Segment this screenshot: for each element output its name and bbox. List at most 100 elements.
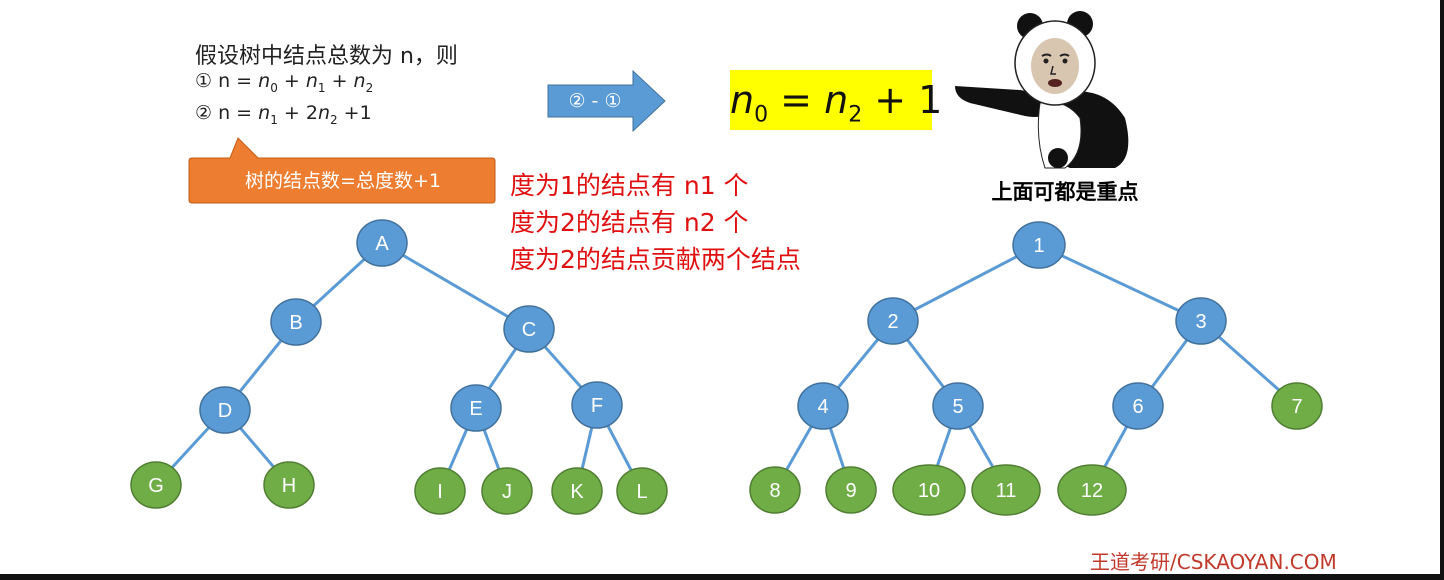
eq2-lhs: n =	[218, 102, 259, 124]
eq2-number: ②	[195, 102, 213, 124]
left-tree-node-circle-D	[199, 386, 251, 434]
bottom-border	[0, 574, 1444, 580]
left-tree-node-circle-L	[616, 467, 668, 515]
right-tree-node-label-1: 1	[1033, 235, 1044, 257]
left-tree-node-L: L	[616, 467, 668, 515]
panda-meme-image	[950, 8, 1150, 173]
right-tree-edge-1-2	[892, 243, 1040, 323]
right-tree-node-2: 2	[867, 297, 919, 345]
eq1-plus1: +	[283, 70, 306, 92]
eq1-var-b: n	[305, 70, 318, 92]
meme-caption: 上面可都是重点	[991, 180, 1139, 204]
result-equals: =	[768, 78, 825, 122]
left-tree-node-label-E: E	[469, 398, 482, 420]
left-tree-node-circle-E	[450, 384, 502, 432]
right-tree-node-circle-2	[867, 297, 919, 345]
eq1-sub-c: 2	[365, 80, 374, 95]
left-tree-node-label-J: J	[502, 481, 512, 503]
right-tree-node-circle-11	[971, 464, 1041, 516]
right-tree-node-circle-3	[1175, 297, 1227, 345]
eq1-plus2: +	[325, 70, 354, 92]
left-tree-node-label-K: K	[570, 481, 584, 503]
left-tree-node-D: D	[199, 386, 251, 434]
result-n2: n	[824, 78, 849, 122]
right-tree-node-label-6: 6	[1132, 396, 1143, 418]
left-tree-node-label-F: F	[591, 395, 603, 417]
left-tree-node-label-D: D	[218, 400, 232, 422]
result-formula: n0 = n2 + 1	[730, 70, 942, 130]
right-tree-node-circle-5	[932, 382, 984, 430]
left-tree-node-circle-C	[503, 305, 555, 353]
eq1-sub-b: 1	[317, 80, 326, 95]
right-tree-node-label-7: 7	[1291, 396, 1302, 418]
right-tree-edge-1-3	[1038, 243, 1202, 323]
result-tail: + 1	[862, 78, 943, 122]
left-tree-node-G: G	[130, 461, 182, 509]
right-border	[1440, 0, 1444, 580]
right-tree-node-circle-8	[749, 466, 801, 514]
result-n0-sub: 0	[754, 102, 769, 128]
eq2-var-b: n	[317, 102, 330, 124]
callout-text: 树的结点数=总度数+1	[245, 170, 441, 192]
left-tree-node-label-A: A	[375, 233, 389, 255]
right-tree-node-6: 6	[1112, 382, 1164, 430]
right-tree-node-5: 5	[932, 382, 984, 430]
left-tree-node-F: F	[571, 381, 623, 429]
left-tree-node-label-B: B	[289, 312, 302, 334]
left-tree-node-circle-K	[551, 467, 603, 515]
right-tree-node-label-12: 12	[1081, 480, 1103, 502]
right-tree-node-3: 3	[1175, 297, 1227, 345]
left-tree-node-A: A	[356, 219, 408, 267]
right-tree-node-circle-1	[1012, 221, 1066, 269]
callout: 树的结点数=总度数+1	[188, 136, 498, 206]
formula-eq2: ② n = n1 + 2n2 +1	[195, 102, 372, 127]
right-tree-node-label-9: 9	[845, 480, 856, 502]
left-tree-node-label-L: L	[636, 481, 647, 503]
note-degree2: 度为2的结点有 n2 个	[510, 208, 749, 237]
eq2-var-a: n	[258, 102, 271, 124]
right-tree-node-9: 9	[825, 466, 877, 514]
arrow-shape	[547, 69, 666, 133]
eq2-tail: +1	[337, 102, 372, 124]
left-tree-node-label-H: H	[282, 475, 296, 497]
right-tree-node-12: 12	[1057, 464, 1127, 516]
eq2-sub-b: 2	[329, 112, 338, 127]
left-tree-edge-A-C	[381, 241, 530, 331]
left-tree-node-circle-A	[356, 219, 408, 267]
left-tree-node-I: I	[414, 467, 466, 515]
right-tree-node-circle-4	[797, 382, 849, 430]
eq2-plus-2: + 2	[283, 102, 318, 124]
right-tree-node-8: 8	[749, 466, 801, 514]
note-degree2-contribution: 度为2的结点贡献两个结点	[510, 245, 801, 274]
eq2-sub-a: 1	[270, 112, 278, 127]
left-tree-node-label-I: I	[437, 481, 443, 503]
right-tree-node-label-10: 10	[918, 480, 940, 502]
left-tree-node-C: C	[503, 305, 555, 353]
right-tree-node-label-8: 8	[769, 480, 780, 502]
formula-intro: 假设树中结点总数为 n，则	[195, 44, 458, 69]
right-tree-node-label-4: 4	[817, 396, 828, 418]
eq1-number: ①	[195, 70, 213, 92]
result-n2-sub: 2	[848, 102, 863, 128]
left-tree-node-circle-G	[130, 461, 182, 509]
right-tree-node-label-11: 11	[996, 480, 1017, 502]
left-tree-node-J: J	[481, 467, 533, 515]
eq1-var-c: n	[353, 70, 366, 92]
derive-arrow: ② - ①	[547, 69, 667, 133]
right-tree-node-label-3: 3	[1195, 311, 1206, 333]
right-tree-node-label-5: 5	[952, 396, 963, 418]
left-tree-node-label-G: G	[148, 475, 164, 497]
eq1-sub-a: 0	[270, 80, 278, 95]
watermark: 王道考研/CSKAOYAN.COM	[1090, 550, 1337, 574]
left-tree-node-circle-I	[414, 467, 466, 515]
left-tree-edges	[154, 241, 644, 492]
left-tree-node-circle-J	[481, 467, 533, 515]
formula-eq1: ① n = n0 + n1 + n2	[195, 70, 373, 95]
right-tree-node-circle-7	[1271, 382, 1323, 430]
callout-shape	[188, 137, 496, 204]
right-tree-edges	[773, 243, 1298, 491]
eq1-lhs: n =	[218, 70, 259, 92]
right-tree-node-11: 11	[971, 464, 1041, 516]
